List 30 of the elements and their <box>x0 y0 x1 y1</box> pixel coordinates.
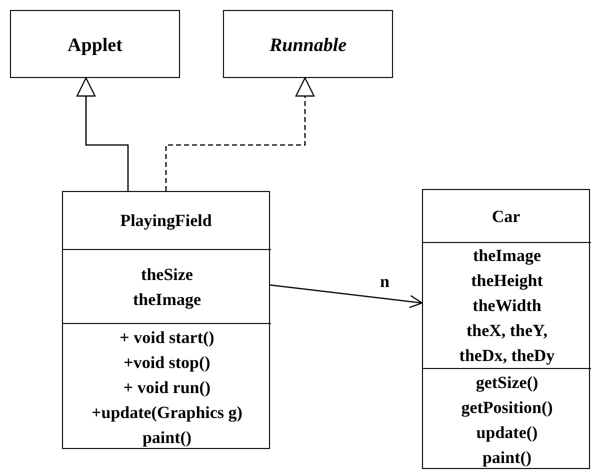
method-name: paint() <box>482 446 532 469</box>
method-name: getPosition() <box>461 396 553 419</box>
attribute-name: theHeight <box>471 270 543 292</box>
attribute-name: theSize <box>141 264 193 286</box>
method-name: + void start() <box>120 326 214 348</box>
class-box <box>422 189 590 469</box>
class-name: PlayingField <box>120 210 212 232</box>
class-name: Applet <box>68 34 122 58</box>
realization-arrow <box>165 77 315 191</box>
attribute-name: theImage <box>473 245 541 267</box>
class-box <box>10 10 180 78</box>
method-name: + void run() <box>123 376 211 398</box>
method-name: getSize() <box>476 372 538 394</box>
attribute-name: theImage <box>133 288 201 311</box>
attribute-name: theWidth <box>472 295 542 317</box>
class-name: Car <box>492 206 520 228</box>
method-name: +update(Graphics g) <box>92 402 242 424</box>
attribute-compartment <box>423 242 591 368</box>
method-compartment <box>423 368 591 470</box>
class-box <box>62 191 270 449</box>
association-arrow <box>270 284 423 308</box>
method-name: paint() <box>142 426 192 449</box>
class-box <box>223 10 393 78</box>
class-name: Runnable <box>269 34 347 58</box>
generalization-arrow <box>76 77 129 191</box>
method-name: +void stop() <box>124 352 210 374</box>
attribute-name: theX, theY, <box>466 320 548 342</box>
method-name: update() <box>476 422 538 444</box>
method-compartment <box>63 323 271 450</box>
attribute-name: theDx, theDy <box>459 345 555 367</box>
